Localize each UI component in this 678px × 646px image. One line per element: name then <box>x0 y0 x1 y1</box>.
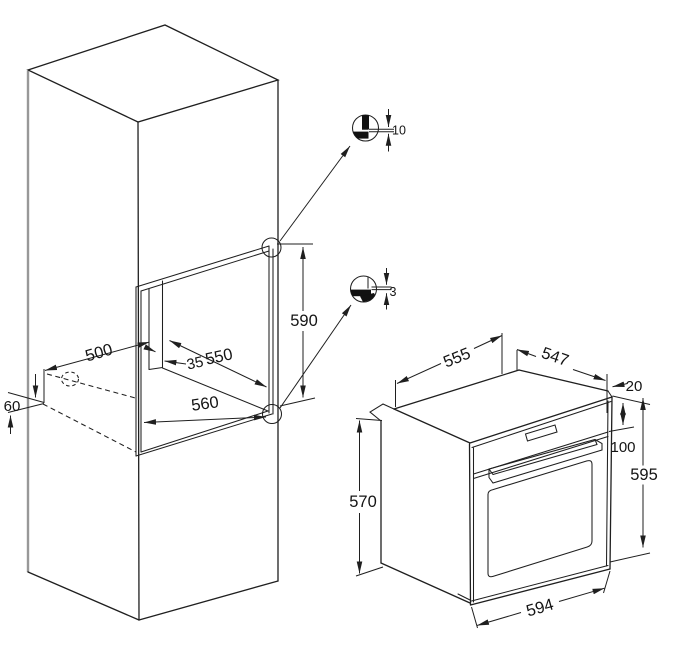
dim-label-550: 550 <box>204 345 235 368</box>
oven-door-window <box>487 460 593 578</box>
oven-figure: 555 547 20 100 595 <box>349 333 658 629</box>
corner-marker-top <box>261 237 282 258</box>
oven-front-frame <box>468 396 613 606</box>
dim-label-570: 570 <box>349 493 377 511</box>
dim-niche-height: 590 <box>277 243 318 407</box>
hidden-shelf-lines <box>42 371 140 453</box>
detail-callout-bottom-gap: 3 <box>279 268 397 409</box>
dim-label-595: 595 <box>630 466 658 484</box>
detail-callout-top-gap: 10 <box>279 109 406 242</box>
dim-label-20: 20 <box>626 378 643 395</box>
dim-label-60: 60 <box>4 398 21 415</box>
dim-rear-gap: 60 <box>4 369 45 434</box>
dim-body-depth: 547 <box>516 344 606 381</box>
dim-label-555: 555 <box>441 344 473 371</box>
dim-body-width: 555 <box>395 333 503 407</box>
cabinet-outline <box>26 24 280 621</box>
dim-label-100: 100 <box>610 439 635 456</box>
dim-shelf-depth: 500 <box>44 341 150 371</box>
dim-label-590: 590 <box>290 312 318 330</box>
cabinet-figure: 60 500 35 550 560 590 <box>4 24 406 621</box>
dim-label-547: 547 <box>539 344 571 370</box>
dim-label-594: 594 <box>524 596 555 621</box>
dim-wall-thickness: 35 <box>143 344 205 374</box>
leader-arrow-bottom <box>279 304 352 409</box>
dim-niche-width: 560 <box>143 393 267 425</box>
oven-top-face <box>393 369 613 444</box>
dim-niche-depth: 550 <box>169 340 267 388</box>
oven-display <box>524 424 558 442</box>
detail-label-3: 3 <box>390 285 397 299</box>
corner-marker-bottom <box>261 403 283 425</box>
leader-arrow-top <box>279 145 351 242</box>
dim-label-560: 560 <box>190 393 220 415</box>
detail-label-10: 10 <box>392 124 406 138</box>
dim-control-panel-height: 100 <box>608 403 636 456</box>
dim-label-500: 500 <box>83 341 114 366</box>
oven-handle <box>488 438 603 484</box>
cable-hole <box>60 371 80 387</box>
niche-opening <box>135 237 283 457</box>
dim-front-overhang: 20 <box>606 374 643 413</box>
dim-total-height: 595 <box>609 395 658 563</box>
oven-side-panel <box>369 403 471 604</box>
dim-body-height: 570 <box>349 418 384 577</box>
